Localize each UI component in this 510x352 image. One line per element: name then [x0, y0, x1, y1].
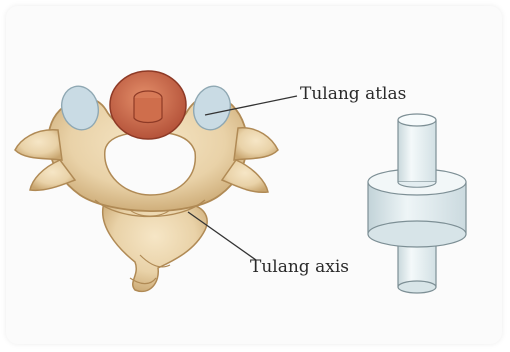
pivot-joint-model [368, 114, 466, 293]
dens-peg [110, 71, 186, 139]
axis-label: Tulang axis [250, 257, 349, 277]
atlas-label: Tulang atlas [300, 84, 406, 104]
